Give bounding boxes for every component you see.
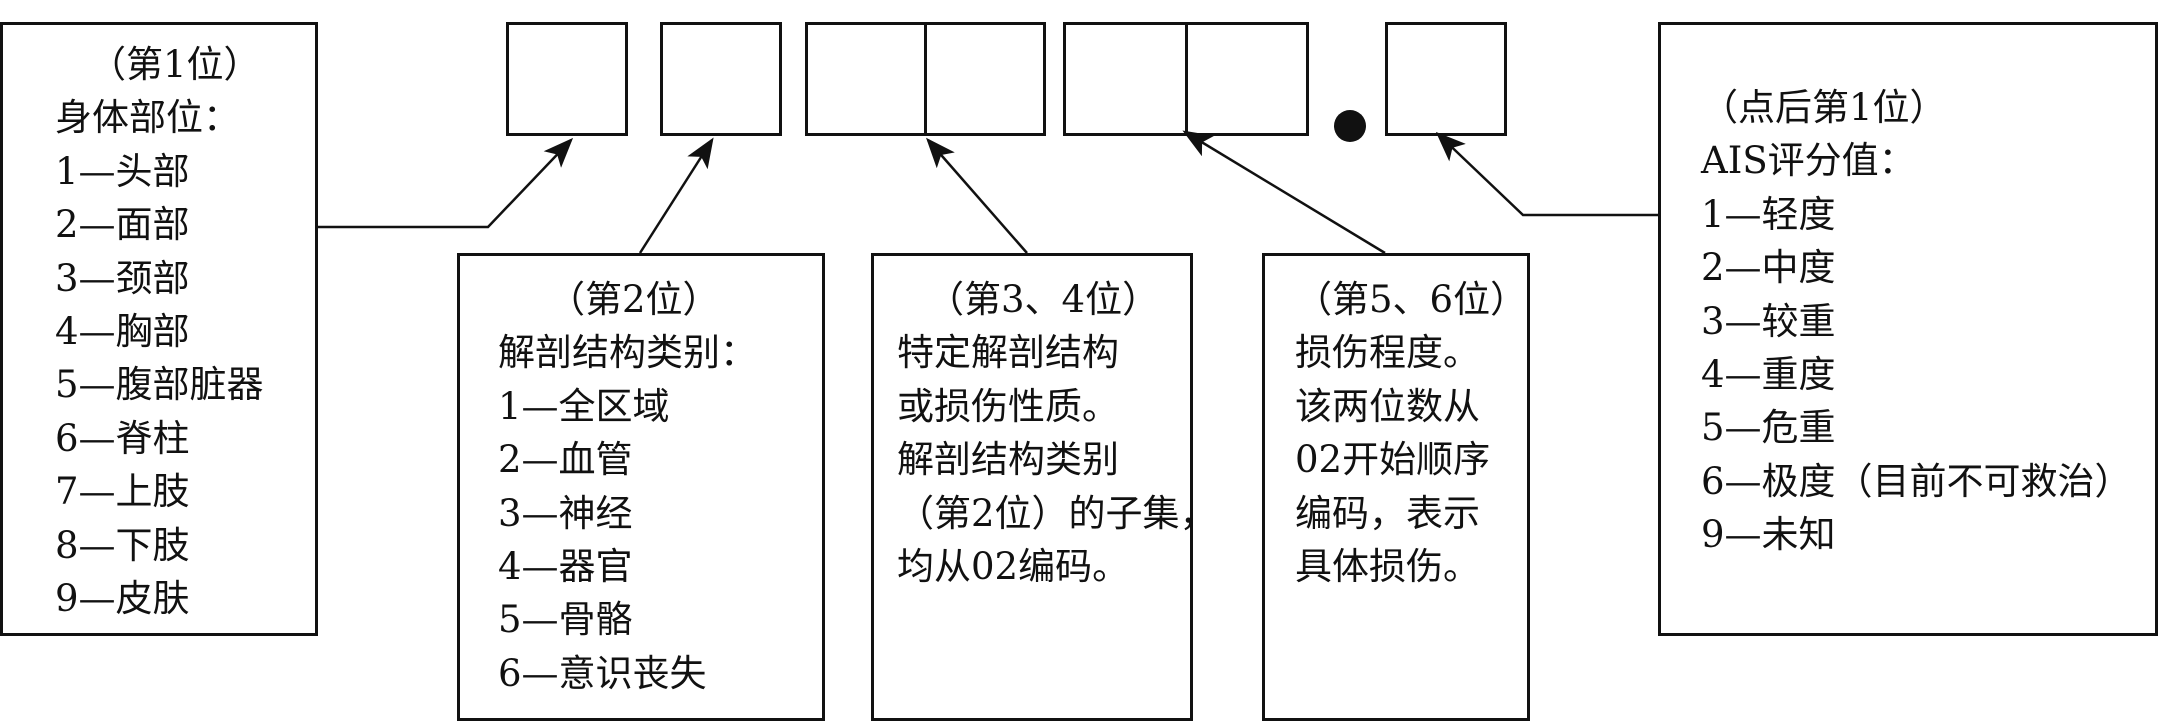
after-dot-heading: （点后第1位） (1701, 86, 1947, 129)
position-5-6-text: 具体损伤。 (1295, 545, 1480, 589)
digit-box-after-dot (1385, 22, 1507, 136)
digit-box-2 (660, 22, 782, 136)
position-3-4-box: （第3、4位） 特定解剖结构 或损伤性质。 解剖结构类别 （第2位）的子集， 均… (871, 253, 1217, 721)
position-1-item: 8—下肢 (55, 523, 190, 567)
position-3-4-text: 或损伤性质。 (897, 384, 1119, 428)
position-2-item: 5—骨骼 (498, 598, 633, 642)
position-2-item: 2—血管 (498, 438, 633, 482)
position-3-4-text: （第2位）的子集， (897, 491, 1217, 535)
after-dot-item: 3—较重 (1701, 299, 1836, 343)
arrow-pos34 (926, 137, 1028, 254)
position-2-item: 1—全区域 (498, 384, 670, 428)
position-2-heading: （第2位） (548, 278, 720, 321)
arrow-after-dot (1435, 131, 1658, 217)
position-2-title: 解剖结构类别： (498, 331, 757, 375)
after-dot-box: （点后第1位） AIS评分值： 1—轻度 2—中度 3—较重 4—重度 5—危重… (1658, 22, 2158, 636)
after-dot-title: AIS评分值： (1701, 139, 1916, 183)
position-1-item: 1—头部 (55, 149, 190, 193)
position-1-item: 9—皮肤 (55, 577, 190, 621)
after-dot-item: 1—轻度 (1701, 192, 1836, 236)
position-2-box: （第2位） 解剖结构类别： 1—全区域 2—血管 3—神经 4—器官 5—骨骼 … (457, 253, 825, 721)
position-2-item: 3—神经 (498, 491, 633, 535)
after-dot-item: 5—危重 (1701, 406, 1836, 450)
position-1-title: 身体部位： (55, 96, 240, 140)
position-1-item: 7—上肢 (55, 470, 190, 514)
position-3-4-text: 解剖结构类别 (897, 438, 1119, 482)
position-5-6-text: 该两位数从 (1295, 384, 1480, 428)
position-3-4-text: 均从02编码。 (897, 545, 1130, 589)
digit-box-6 (1185, 22, 1309, 136)
after-dot-item: 2—中度 (1701, 246, 1836, 290)
position-2-item: 6—意识丧失 (498, 651, 707, 695)
position-5-6-heading: （第5、6位） (1295, 278, 1528, 321)
position-1-item: 6—脊柱 (55, 416, 190, 460)
digit-box-3 (805, 22, 927, 136)
digit-box-5 (1063, 22, 1188, 136)
arrow-pos56 (1182, 130, 1386, 255)
after-dot-item: 4—重度 (1701, 353, 1836, 397)
position-5-6-box: （第5、6位） 损伤程度。 该两位数从 02开始顺序 编码，表示 具体损伤。 (1262, 253, 1530, 721)
position-2-item: 4—器官 (498, 545, 633, 589)
position-1-heading: （第1位） (89, 43, 261, 86)
position-3-4-text: 特定解剖结构 (897, 331, 1119, 375)
position-5-6-text: 02开始顺序 (1295, 438, 1491, 482)
digit-box-4 (924, 22, 1046, 136)
arrow-pos1 (316, 137, 574, 229)
position-1-item: 2—面部 (55, 203, 190, 247)
position-1-item: 4—胸部 (55, 310, 190, 354)
arrow-pos2 (638, 137, 714, 254)
position-1-item: 3—颈部 (55, 256, 190, 300)
position-1-box: （第1位） 身体部位： 1—头部 2—面部 3—颈部 4—胸部 5—腹部脏器 6… (0, 22, 318, 636)
position-5-6-text: 损伤程度。 (1295, 331, 1480, 375)
after-dot-item: 9—未知 (1701, 513, 1836, 557)
decimal-point (1334, 110, 1366, 142)
position-5-6-text: 编码，表示 (1295, 491, 1480, 535)
digit-box-1 (506, 22, 628, 136)
position-1-item: 5—腹部脏器 (55, 363, 264, 407)
position-3-4-heading: （第3、4位） (927, 278, 1160, 321)
after-dot-item: 6—极度（目前不可救治） (1701, 459, 2132, 503)
